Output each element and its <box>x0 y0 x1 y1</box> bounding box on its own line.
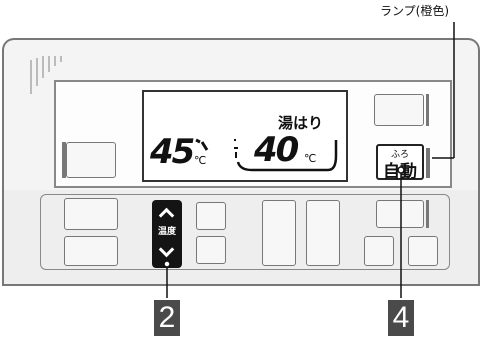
lower-button-5[interactable] <box>262 200 296 266</box>
vent-line <box>54 56 56 66</box>
right-temperature-unit: ℃ <box>304 152 317 165</box>
vent-line <box>48 56 50 72</box>
callout-number-2: 2 <box>154 300 180 336</box>
lower-button-8[interactable] <box>364 236 394 266</box>
lower-button-1[interactable] <box>64 198 118 230</box>
callout-number-4: 4 <box>388 300 414 336</box>
vent-line <box>36 58 38 86</box>
auto-bath-small-label: ふろ <box>390 150 409 160</box>
lower-button-7-indicator <box>426 200 429 228</box>
upper-right-button[interactable] <box>374 94 424 126</box>
lower-button-2[interactable] <box>64 236 118 266</box>
left-temperature-unit: ℃ <box>194 154 207 167</box>
vent-line <box>60 56 62 62</box>
left-temperature-value: 45 <box>150 132 195 172</box>
auto-bath-button[interactable]: ふろ 自動 <box>376 144 424 182</box>
lcd-display: 湯はり 45 ℃ 40 ℃ <box>142 90 348 182</box>
vent-line <box>30 60 32 94</box>
lower-button-frame <box>40 194 450 270</box>
temperature-adjust-button[interactable]: 温度 <box>152 200 182 268</box>
lower-button-6[interactable] <box>306 200 340 266</box>
left-display-button[interactable] <box>66 142 116 178</box>
flame-icon <box>195 138 209 151</box>
left-button-indicator <box>62 142 66 178</box>
lamp-annotation-label: ランプ(橙色) <box>380 4 450 18</box>
vent-line <box>42 56 44 78</box>
lamp-indicator <box>426 148 430 178</box>
right-temperature-value: 40 <box>254 130 299 170</box>
upper-right-button-indicator <box>426 94 429 126</box>
bathtub-icon <box>234 139 338 172</box>
lower-button-9[interactable] <box>408 236 438 266</box>
lower-button-4[interactable] <box>196 236 226 264</box>
status-text: 湯はり <box>278 114 324 132</box>
lower-button-3[interactable] <box>196 202 226 230</box>
temperature-label: 温度 <box>157 227 176 237</box>
lower-button-7[interactable] <box>376 200 424 228</box>
